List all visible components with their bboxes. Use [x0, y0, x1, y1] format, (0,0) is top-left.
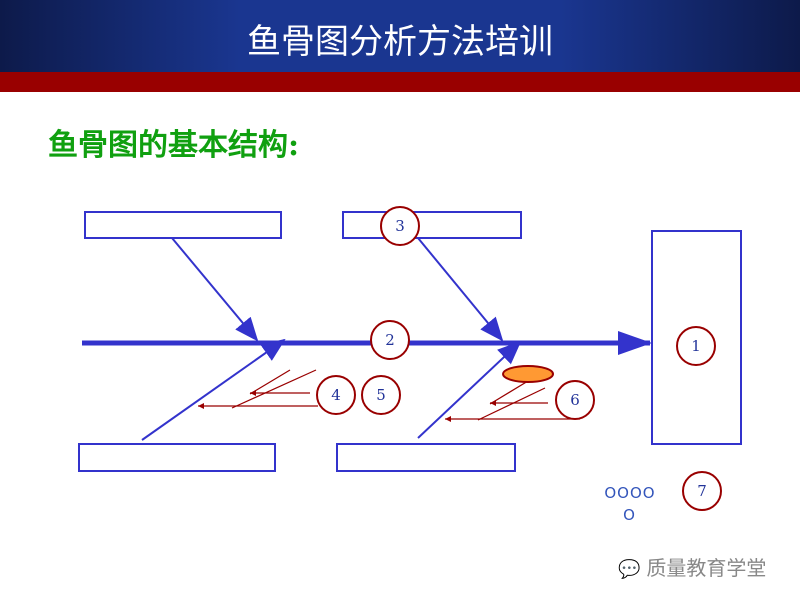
label-5: 5: [376, 386, 386, 404]
red-band: [0, 72, 800, 92]
bone: [171, 237, 259, 342]
cause-box-bottom-left: [78, 443, 276, 472]
marker-circle-4: [316, 375, 356, 415]
header-bar: 鱼骨图分析方法培训: [0, 0, 800, 72]
wechat-icon: 💬: [618, 559, 641, 580]
marker-circle-3: [380, 206, 420, 246]
sub-bone: [249, 369, 291, 395]
marker-circle-6: [555, 380, 595, 420]
label-2: 2: [385, 331, 395, 349]
sub-bone: [477, 387, 546, 421]
label-1: 1: [691, 337, 701, 355]
dots-row1: OOOO: [604, 484, 655, 502]
cause-box-bottom-mid: [336, 443, 516, 472]
label-6: 6: [570, 391, 580, 409]
highlight-ellipse: [502, 365, 554, 383]
dots-row2: O: [623, 506, 635, 524]
watermark-text: 质量教育学堂: [646, 556, 767, 580]
bone: [417, 340, 522, 439]
slide-title: 鱼骨图分析方法培训: [247, 22, 553, 62]
bone: [417, 237, 504, 342]
bone: [141, 338, 286, 441]
marker-circle-2: [370, 320, 410, 360]
marker-circle-7: [682, 471, 722, 511]
label-7: 7: [697, 482, 707, 500]
watermark: 💬质量教育学堂: [618, 552, 766, 581]
effect-box: [651, 230, 742, 445]
cause-box-top-mid: [342, 211, 522, 239]
marker-circle-1: [676, 326, 716, 366]
marker-circle-5: [361, 375, 401, 415]
label-3: 3: [395, 217, 405, 235]
sub-bone: [231, 369, 317, 409]
cause-box-top-left: [84, 211, 282, 239]
label-4: 4: [331, 386, 341, 404]
subtitle: 鱼骨图的基本结构:: [48, 128, 300, 163]
